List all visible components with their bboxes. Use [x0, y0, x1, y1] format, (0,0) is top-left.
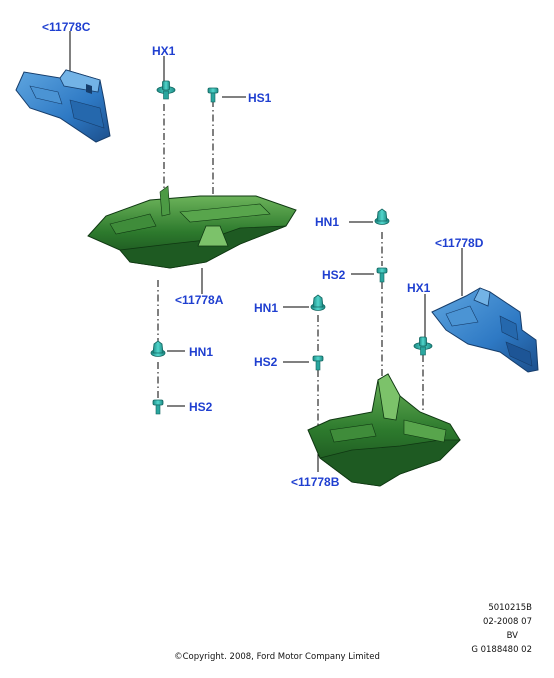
shield-11778a — [87, 185, 297, 269]
copyright-notice: ©Copyright. 2008, Ford Motor Company Lim… — [174, 652, 380, 662]
fastener-hx1-top — [156, 80, 176, 100]
callout-hn1-left[interactable]: HN1 — [254, 301, 279, 315]
reference-line-4: G 0188480 02 — [471, 645, 532, 655]
leader-lines — [69, 31, 463, 472]
callout-11778a[interactable]: <11778A — [175, 293, 224, 307]
callout-11778b[interactable]: <11778B — [291, 475, 340, 489]
callout-hx1-top[interactable]: HX1 — [152, 44, 176, 58]
reference-line-1: 5010215B — [488, 603, 532, 613]
fastener-hs2-mid — [152, 399, 164, 415]
fastener-hs1 — [207, 87, 219, 103]
callout-hx1-right[interactable]: HX1 — [407, 281, 431, 295]
callout-hs2-right[interactable]: HS2 — [322, 268, 346, 282]
callout-hs2-mid[interactable]: HS2 — [189, 400, 213, 414]
fastener-hs2-right — [376, 267, 388, 283]
fastener-hn1-mid — [150, 340, 166, 357]
bracket-11778d — [431, 287, 539, 373]
callout-hs1[interactable]: HS1 — [248, 91, 272, 105]
callout-hn1-mid[interactable]: HN1 — [189, 345, 214, 359]
reference-line-3: BV — [506, 631, 518, 641]
fastener-hx1-right — [413, 336, 433, 356]
bracket-11778c — [15, 69, 111, 143]
callout-hs2-left[interactable]: HS2 — [254, 355, 278, 369]
reference-line-2: 02-2008 07 — [482, 617, 532, 627]
callout-11778d[interactable]: <11778D — [435, 236, 484, 250]
callout-11778c[interactable]: <11778C — [42, 20, 91, 34]
callout-hn1-right[interactable]: HN1 — [315, 215, 340, 229]
shield-11778b — [307, 373, 461, 487]
fastener-hn1-right — [374, 208, 390, 225]
fastener-hn1-left — [310, 294, 326, 311]
fastener-hs2-left — [312, 355, 324, 371]
